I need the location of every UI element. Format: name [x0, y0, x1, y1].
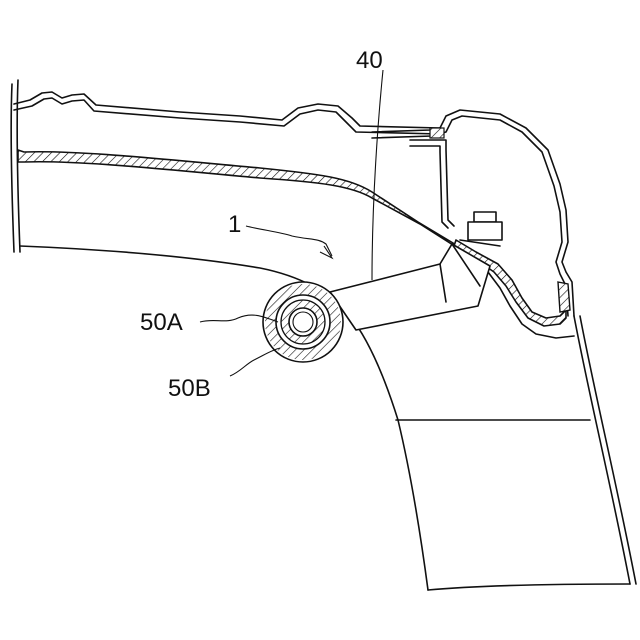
label-1: 1 — [228, 211, 241, 238]
label-40: 40 — [356, 47, 383, 74]
bolt — [460, 212, 502, 246]
outer-roof-panel — [14, 92, 440, 134]
member-40 — [330, 244, 490, 330]
left-pillar — [11, 80, 20, 252]
label-50B: 50B — [168, 375, 211, 402]
label-50A: 50A — [140, 309, 183, 336]
